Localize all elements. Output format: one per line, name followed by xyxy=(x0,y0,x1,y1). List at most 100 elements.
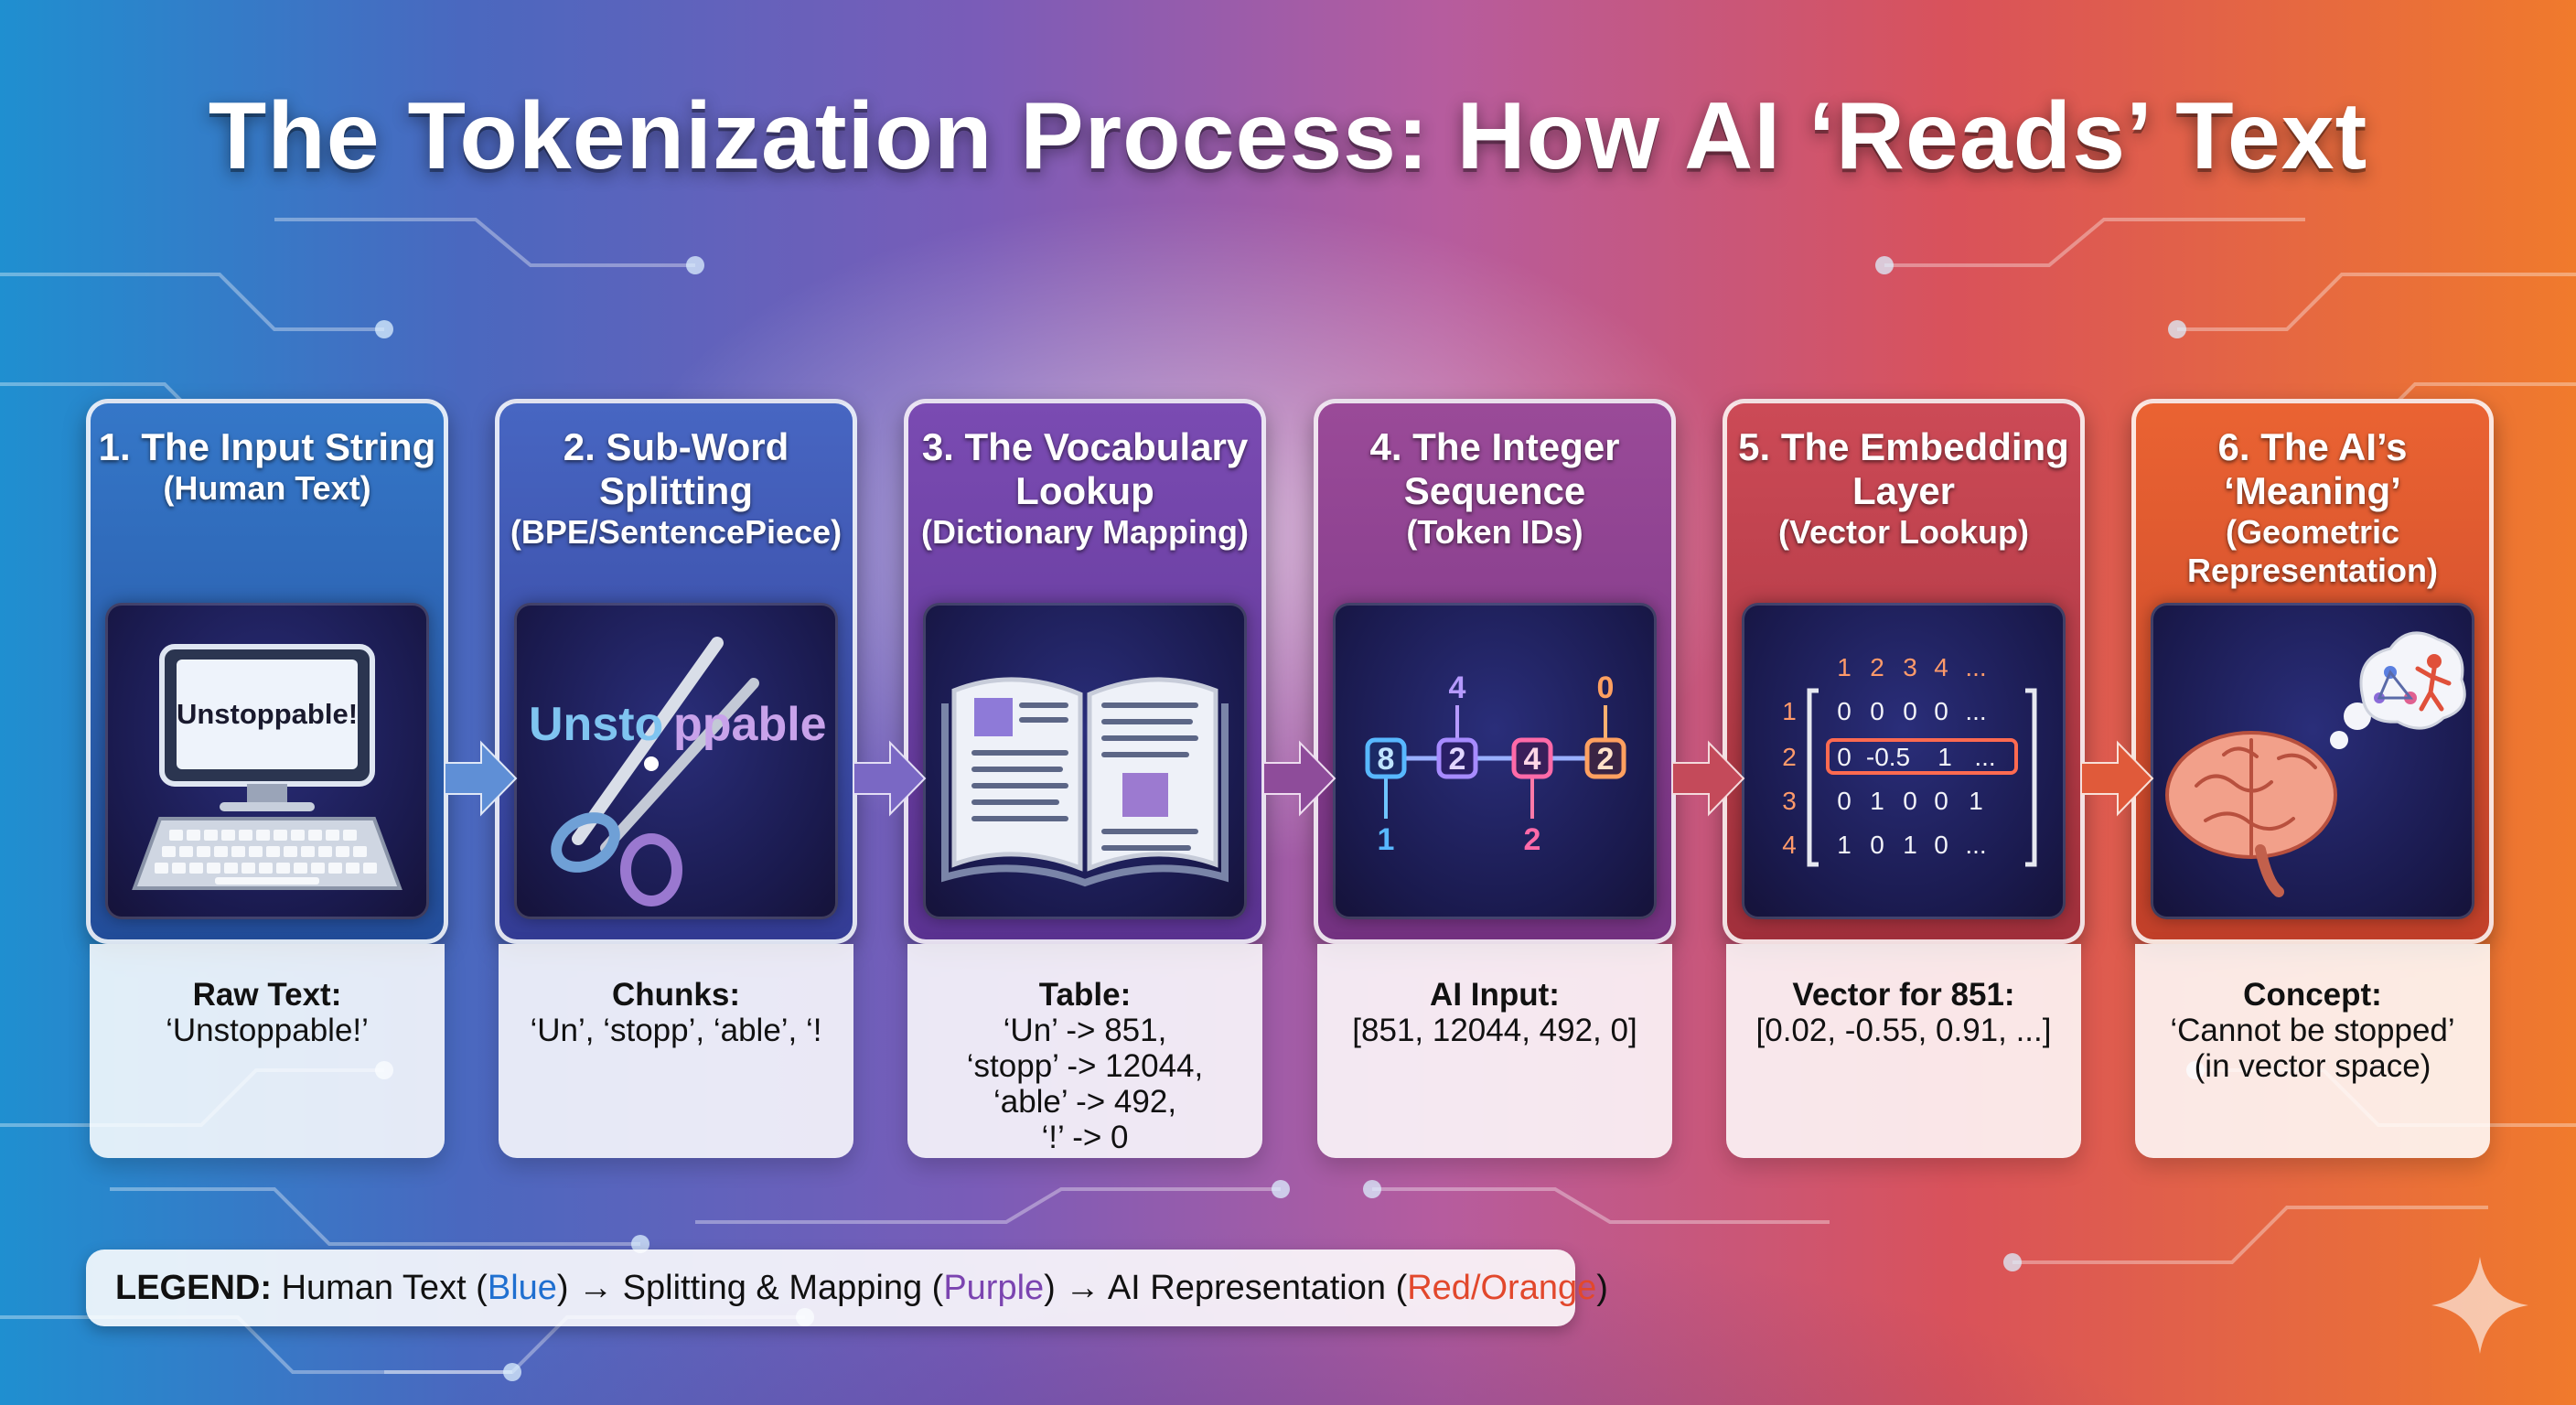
legend-label: LEGEND: xyxy=(115,1269,272,1307)
step-card-2: 2. Sub-Word Splitting (BPE/SentencePiece… xyxy=(495,399,857,1158)
matrix-row-header: 1 xyxy=(1782,697,1797,725)
step-caption-box: AI Input: [851, 12044, 492, 0] xyxy=(1317,944,1672,1158)
token-node: 2 xyxy=(1449,742,1466,777)
matrix-cell: 0 xyxy=(1837,787,1852,815)
token-label-above: 4 xyxy=(1449,670,1466,705)
step-card-header: 3. The Vocabulary Lookup (Dictionary Map… xyxy=(904,399,1266,944)
step-title-text: 1. The Input String xyxy=(98,425,436,468)
page-title: The Tokenization Process: How AI ‘Reads’… xyxy=(208,83,2368,189)
step-subtitle: (Dictionary Mapping) xyxy=(921,513,1249,551)
step-title-text: 3. The Vocabulary Lookup xyxy=(921,425,1249,512)
caption-line: ‘!’ -> 0 xyxy=(1041,1120,1129,1155)
matrix-col-header: ... xyxy=(1965,653,1986,681)
legend-text: ) → Splitting & Mapping ( xyxy=(556,1269,944,1307)
caption-label: Raw Text: xyxy=(192,977,342,1013)
matrix-cell: ... xyxy=(1965,831,1986,859)
flow-arrow-icon xyxy=(1672,740,1745,817)
caption-line: ‘Un’, ‘stopp’, ‘able’, ‘! xyxy=(530,1013,822,1048)
matrix-cell: 0 xyxy=(1934,831,1948,859)
brain-thought-icon xyxy=(2151,603,2474,919)
flow-arrow-icon xyxy=(445,740,518,817)
caption-label: Chunks: xyxy=(612,977,740,1013)
legend-box: LEGEND: Human Text (Blue) → Splitting & … xyxy=(86,1249,1608,1326)
flow-arrow-icon xyxy=(853,740,927,817)
step-caption-box: Vector for 851: [0.02, -0.55, 0.91, ...] xyxy=(1726,944,2081,1158)
step-title-text: 5. The Embedding Layer xyxy=(1738,425,2069,512)
step-card-header: 4. The Integer Sequence (Token IDs) 8 2 … xyxy=(1314,399,1676,944)
matrix-col-header: 2 xyxy=(1870,653,1884,681)
open-book-icon xyxy=(923,603,1247,919)
step-caption: Concept: ‘Cannot be stopped’ (in vector … xyxy=(2135,977,2490,1084)
step-title: 5. The Embedding Layer (Vector Lookup) xyxy=(1727,425,2080,552)
step-caption-box: Chunks: ‘Un’, ‘stopp’, ‘able’, ‘! xyxy=(499,944,853,1158)
matrix-cell: 0 xyxy=(1903,697,1917,725)
matrix-row-header: 4 xyxy=(1782,831,1797,859)
step-card-1: 1. The Input String (Human Text) Unstopp… xyxy=(86,399,448,1158)
step-subtitle: (Token IDs) xyxy=(1406,513,1583,551)
step-card-header: 1. The Input String (Human Text) Unstopp… xyxy=(86,399,448,944)
step-caption-box: Concept: ‘Cannot be stopped’ (in vector … xyxy=(2135,944,2490,1158)
step-caption: Raw Text: ‘Unstoppable!’ xyxy=(90,977,445,1048)
caption-line: [0.02, -0.55, 0.91, ...] xyxy=(1755,1013,2052,1048)
token-label-above: 0 xyxy=(1597,670,1615,705)
legend-text: ) xyxy=(1596,1269,1608,1307)
step-subtitle: (Geometric Representation) xyxy=(2186,513,2439,589)
token-label-below: 1 xyxy=(1378,822,1395,857)
matrix-cell: 0 xyxy=(1870,831,1884,859)
caption-line: ‘Unstoppable!’ xyxy=(166,1013,369,1048)
token-node: 2 xyxy=(1597,742,1615,777)
token-label-below: 2 xyxy=(1524,822,1541,857)
legend-red: Red/Orange xyxy=(1407,1269,1597,1307)
step-caption: Table: ‘Un’ -> 851, ‘stopp’ -> 12044, ‘a… xyxy=(907,977,1262,1155)
matrix-cell: 0 xyxy=(1870,697,1884,725)
matrix-cell: 1 xyxy=(1870,787,1884,815)
step-caption: Chunks: ‘Un’, ‘stopp’, ‘able’, ‘! xyxy=(499,977,853,1048)
matrix-row-header: 2 xyxy=(1782,743,1797,771)
matrix-cell: 1 xyxy=(1837,831,1852,859)
matrix-cell: 0 xyxy=(1837,743,1852,771)
step-title-text: 4. The Integer Sequence xyxy=(1369,425,1620,512)
step-title: 3. The Vocabulary Lookup (Dictionary Map… xyxy=(908,425,1261,552)
step-subtitle: (Human Text) xyxy=(163,469,371,507)
computer-monitor-icon: Unstoppable! xyxy=(105,603,429,919)
legend-purple: Purple xyxy=(943,1269,1045,1307)
legend-text: ) → AI Representation ( xyxy=(1044,1269,1408,1307)
matrix-col-header: 3 xyxy=(1903,653,1917,681)
step-card-4: 4. The Integer Sequence (Token IDs) 8 2 … xyxy=(1314,399,1676,1158)
caption-label: AI Input: xyxy=(1430,977,1560,1013)
matrix-cell: 1 xyxy=(1903,831,1917,859)
matrix-cell: 1 xyxy=(1969,787,1983,815)
split-word-right: ppable xyxy=(673,698,827,751)
matrix-col-header: 4 xyxy=(1934,653,1948,681)
caption-line: ‘stopp’ -> 12044, xyxy=(966,1048,1204,1084)
flow-arrow-icon xyxy=(2081,740,2154,817)
step-card-header: 2. Sub-Word Splitting (BPE/SentencePiece… xyxy=(495,399,857,944)
step-caption: Vector for 851: [0.02, -0.55, 0.91, ...] xyxy=(1726,977,2081,1048)
step-subtitle: (Vector Lookup) xyxy=(1777,513,2029,551)
token-chain-icon: 8 2 4 2 4 0 1 2 xyxy=(1333,603,1657,919)
step-card-5: 5. The Embedding Layer (Vector Lookup) 1… xyxy=(1723,399,2085,1158)
split-word-left: Unsto xyxy=(529,698,663,751)
matrix-col-header: 1 xyxy=(1837,653,1852,681)
step-title-text: 2. Sub-Word Splitting xyxy=(563,425,789,512)
step-title: 2. Sub-Word Splitting (BPE/SentencePiece… xyxy=(499,425,853,552)
caption-line: [851, 12044, 492, 0] xyxy=(1352,1013,1637,1048)
caption-line: ‘Cannot be stopped’ xyxy=(2170,1013,2455,1048)
legend-blue: Blue xyxy=(487,1269,557,1307)
scissors-icon: Unsto ppable xyxy=(514,603,838,919)
step-subtitle: (BPE/SentencePiece) xyxy=(510,513,843,551)
sparkle-icon xyxy=(2431,1257,2528,1354)
caption-line: ‘Un’ -> 851, xyxy=(1003,1013,1167,1048)
matrix-cell: ... xyxy=(1965,697,1986,725)
step-card-header: 6. The AI’s ‘Meaning’ (Geometric Represe… xyxy=(2131,399,2494,944)
token-node: 4 xyxy=(1524,742,1541,777)
step-title: 1. The Input String (Human Text) xyxy=(91,425,444,508)
step-card-3: 3. The Vocabulary Lookup (Dictionary Map… xyxy=(904,399,1266,1158)
matrix-cell: 0 xyxy=(1934,697,1948,725)
caption-label: Vector for 851: xyxy=(1792,977,2015,1013)
caption-label: Concept: xyxy=(2243,977,2382,1013)
matrix-cell: -0.5 xyxy=(1866,743,1910,771)
step-caption-box: Raw Text: ‘Unstoppable!’ xyxy=(90,944,445,1158)
matrix-cell: 1 xyxy=(1937,743,1952,771)
